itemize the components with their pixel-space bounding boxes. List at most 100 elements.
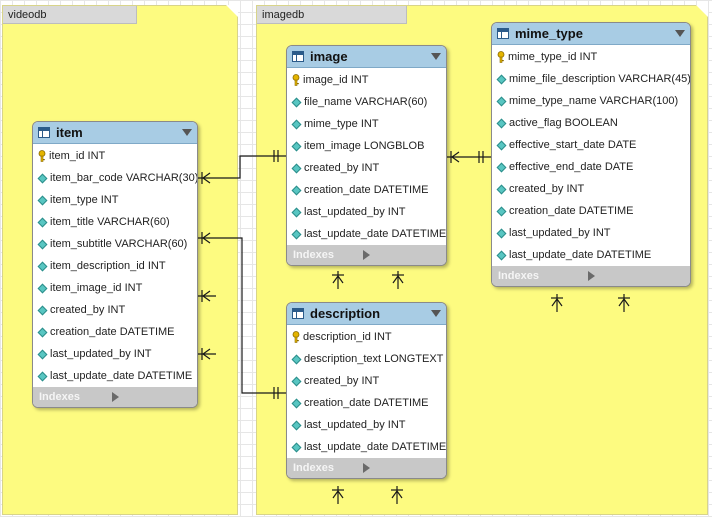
table-item[interactable]: item item_id INT item_bar_code VARCHAR(30)… — [32, 121, 198, 408]
table-header[interactable]: image — [287, 46, 446, 68]
table-name: item — [56, 125, 83, 140]
table-column[interactable]: last_update_date DATETIME — [33, 365, 197, 387]
column-label: image_id INT — [303, 74, 369, 86]
relationship-item-description[interactable] — [198, 232, 286, 399]
table-header[interactable]: mime_type — [492, 23, 690, 45]
table-column[interactable]: image_id INT — [287, 69, 446, 91]
indexes-label: Indexes — [293, 249, 334, 261]
table-column[interactable]: item_id INT — [33, 145, 197, 167]
table-column[interactable]: description_id INT — [287, 326, 446, 348]
column-diamond-icon — [291, 119, 302, 129]
column-label: mime_type_name VARCHAR(100) — [509, 95, 679, 107]
table-column[interactable]: effective_end_date DATE — [492, 156, 690, 178]
table-column[interactable]: active_flag BOOLEAN — [492, 112, 690, 134]
expand-arrow-icon[interactable] — [111, 392, 192, 402]
column-diamond-icon — [496, 250, 507, 260]
table-column[interactable]: creation_date DATETIME — [33, 321, 197, 343]
table-column[interactable]: last_update_date DATETIME — [287, 223, 446, 245]
column-diamond-icon — [37, 305, 48, 315]
table-header[interactable]: item — [33, 122, 197, 144]
indexes-bar[interactable]: Indexes — [492, 266, 690, 286]
indexes-bar[interactable]: Indexes — [287, 245, 446, 265]
column-diamond-icon — [37, 173, 48, 183]
column-diamond-icon — [291, 207, 302, 217]
relationship-image-mime-type[interactable] — [447, 151, 491, 163]
relationship-item-image[interactable] — [198, 150, 286, 184]
primary-key-icon — [38, 150, 46, 162]
column-label: created_by INT — [304, 375, 380, 387]
collapse-triangle-icon[interactable] — [675, 30, 685, 37]
table-column[interactable]: mime_file_description VARCHAR(45) — [492, 68, 690, 90]
table-icon — [292, 308, 304, 319]
table-column[interactable]: creation_date DATETIME — [287, 392, 446, 414]
table-column[interactable]: effective_start_date DATE — [492, 134, 690, 156]
column-label: last_update_date DATETIME — [304, 441, 447, 453]
table-column[interactable]: last_updated_by INT — [492, 222, 690, 244]
expand-arrow-icon[interactable] — [363, 463, 440, 473]
table-image[interactable]: image image_id INT file_name VARCHAR(60) mi… — [286, 45, 447, 266]
table-column[interactable]: last_update_date DATETIME — [287, 436, 446, 458]
column-label: item_bar_code VARCHAR(30) — [50, 172, 198, 184]
column-diamond-icon — [496, 228, 507, 238]
primary-key-icon — [497, 51, 505, 63]
collapse-triangle-icon[interactable] — [182, 129, 192, 136]
table-column[interactable]: last_updated_by INT — [287, 414, 446, 436]
column-diamond-icon — [496, 162, 507, 172]
table-column[interactable]: created_by INT — [33, 299, 197, 321]
column-diamond-icon — [291, 398, 302, 408]
table-column[interactable]: item_image_id INT — [33, 277, 197, 299]
table-column[interactable]: item_type INT — [33, 189, 197, 211]
table-header[interactable]: description — [287, 303, 446, 325]
column-diamond-icon — [496, 96, 507, 106]
table-column[interactable]: item_image LONGBLOB — [287, 135, 446, 157]
table-column[interactable]: description_text LONGTEXT — [287, 348, 446, 370]
indexes-bar[interactable]: Indexes — [287, 458, 446, 478]
column-label: last_updated_by INT — [304, 419, 406, 431]
expand-arrow-icon[interactable] — [363, 250, 440, 260]
collapse-triangle-icon[interactable] — [431, 53, 441, 60]
table-column[interactable]: item_description_id INT — [33, 255, 197, 277]
column-label: created_by INT — [509, 183, 585, 195]
table-column[interactable]: item_bar_code VARCHAR(30) — [33, 167, 197, 189]
column-label: last_updated_by INT — [304, 206, 406, 218]
table-column[interactable]: mime_type_id INT — [492, 46, 690, 68]
table-column[interactable]: created_by INT — [287, 157, 446, 179]
stub-item-right-2 — [198, 348, 216, 360]
table-column[interactable]: file_name VARCHAR(60) — [287, 91, 446, 113]
table-column[interactable]: last_update_date DATETIME — [492, 244, 690, 266]
collapse-triangle-icon[interactable] — [431, 310, 441, 317]
column-diamond-icon — [291, 141, 302, 151]
column-diamond-icon — [291, 185, 302, 195]
column-diamond-icon — [37, 261, 48, 271]
indexes-bar[interactable]: Indexes — [33, 387, 197, 407]
table-column[interactable]: item_subtitle VARCHAR(60) — [33, 233, 197, 255]
column-label: last_update_date DATETIME — [50, 370, 193, 382]
column-label: last_updated_by INT — [509, 227, 611, 239]
table-column[interactable]: item_title VARCHAR(60) — [33, 211, 197, 233]
table-column[interactable]: creation_date DATETIME — [492, 200, 690, 222]
table-column[interactable]: last_updated_by INT — [33, 343, 197, 365]
column-diamond-icon — [291, 376, 302, 386]
indexes-label: Indexes — [293, 462, 334, 474]
column-label: file_name VARCHAR(60) — [304, 96, 428, 108]
column-label: last_update_date DATETIME — [304, 228, 447, 240]
column-label: item_id INT — [49, 150, 106, 162]
table-column[interactable]: mime_type INT — [287, 113, 446, 135]
layer-label: videodb — [3, 6, 137, 24]
table-column[interactable]: creation_date DATETIME — [287, 179, 446, 201]
table-column[interactable]: mime_type_name VARCHAR(100) — [492, 90, 690, 112]
table-column[interactable]: created_by INT — [492, 178, 690, 200]
column-diamond-icon — [37, 283, 48, 293]
table-column[interactable]: created_by INT — [287, 370, 446, 392]
column-label: effective_start_date DATE — [509, 139, 637, 151]
column-list: image_id INT file_name VARCHAR(60) mime_ty… — [287, 68, 446, 245]
stub-description-bottom-2 — [391, 486, 403, 504]
table-column[interactable]: last_updated_by INT — [287, 201, 446, 223]
column-diamond-icon — [496, 184, 507, 194]
column-label: created_by INT — [304, 162, 380, 174]
column-diamond-icon — [37, 349, 48, 359]
expand-arrow-icon[interactable] — [587, 271, 685, 281]
